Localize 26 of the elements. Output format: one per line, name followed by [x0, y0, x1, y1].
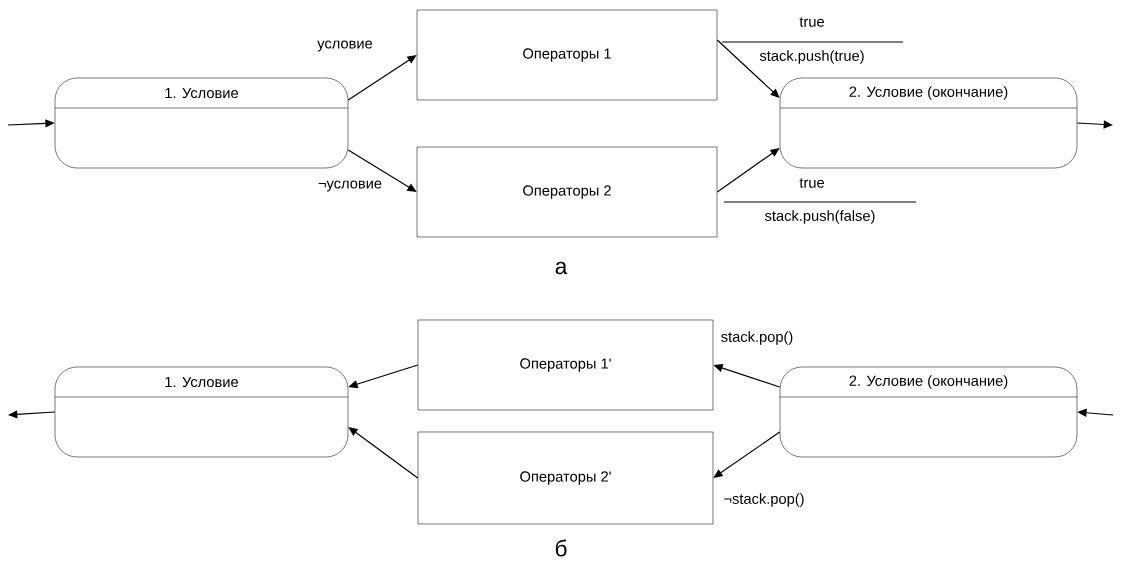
arrow	[347, 149, 417, 192]
process-box: Операторы 1	[416, 9, 718, 101]
edge-label: stack.pop()	[719, 329, 795, 347]
process-box: Операторы 2'	[417, 431, 714, 525]
arrow	[348, 427, 419, 479]
edge-label: условие	[315, 39, 375, 53]
edge-label: ¬stack.pop()	[722, 491, 806, 509]
state-box: 1. Условие	[54, 366, 349, 458]
edge-label: true	[798, 15, 826, 29]
edge-action-label: stack.push(true)	[758, 48, 866, 66]
process-box: Операторы 2	[416, 146, 718, 238]
state-box: 2. Условие (окончание)	[779, 366, 1078, 458]
edge-action-label: stack.push(false)	[763, 208, 877, 226]
arrow	[716, 39, 780, 98]
panel-letter: а	[553, 260, 569, 276]
edge-label: ¬условие	[316, 179, 384, 193]
panel-letter: б	[553, 538, 569, 558]
arrow	[8, 410, 56, 419]
arrow	[713, 431, 781, 478]
arrow	[347, 55, 417, 101]
edge-label: true	[798, 176, 826, 190]
state-box: 1. Условие	[54, 77, 349, 169]
process-box: Операторы 1'	[417, 319, 714, 411]
arrow	[1076, 120, 1113, 129]
state-box: 2. Условие (окончание)	[779, 77, 1078, 169]
arrow	[716, 148, 780, 193]
